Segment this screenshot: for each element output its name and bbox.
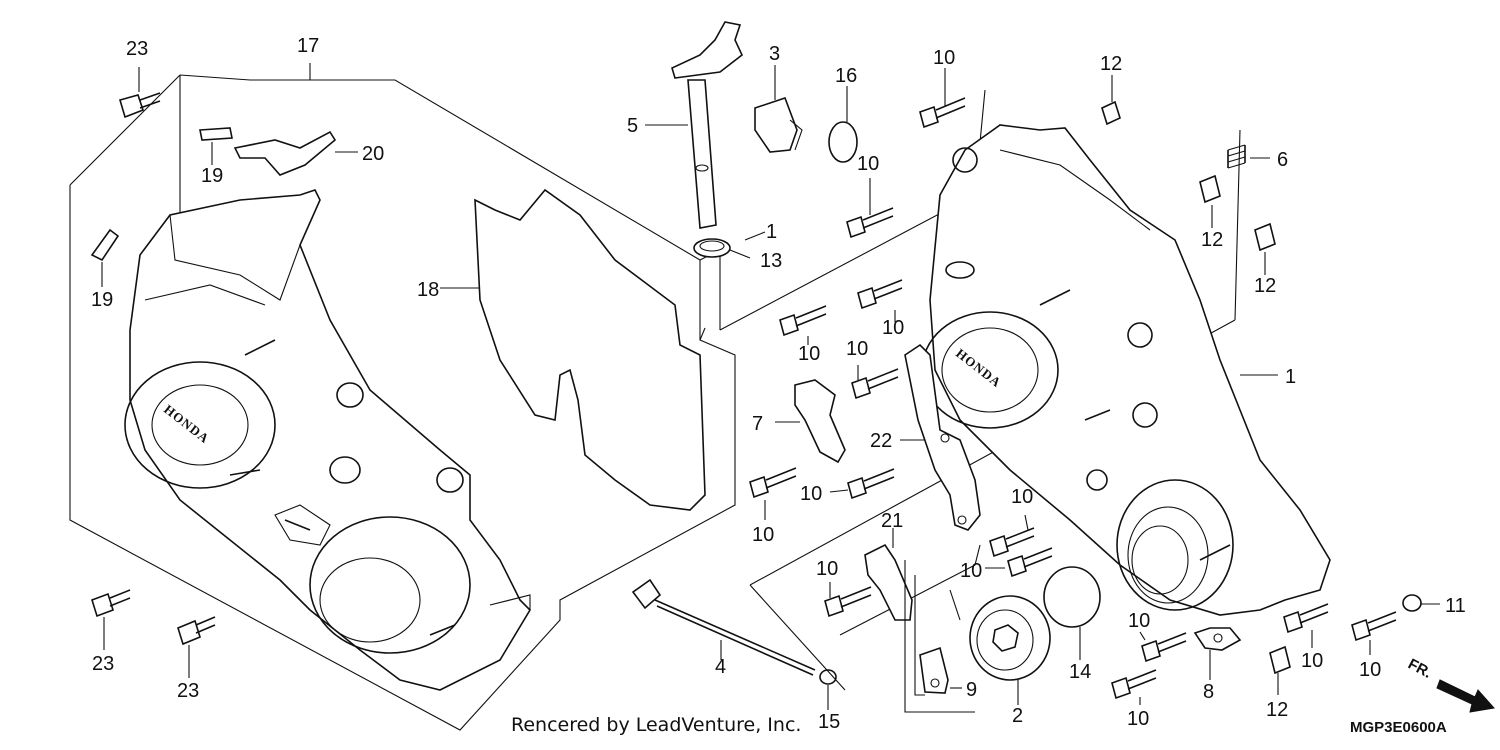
callout-5: 5 — [627, 115, 638, 137]
callout-1: 1 — [766, 221, 777, 243]
callout-12: 12 — [1100, 53, 1122, 75]
bolt-23-lower-left — [91, 589, 131, 618]
callout-10: 10 — [960, 560, 982, 582]
callout-23: 23 — [177, 680, 199, 702]
right-crankcase-cover: HONDA — [921, 124, 1331, 616]
callout-22: 22 — [870, 430, 892, 452]
callout-20: 20 — [362, 143, 384, 165]
o-ring-16 — [828, 121, 858, 163]
plate-9 — [919, 646, 949, 694]
dowel-pin-12b — [1199, 174, 1221, 204]
callout-2: 2 — [1012, 705, 1023, 727]
callout-12: 12 — [1266, 699, 1288, 721]
left-crankcase-cover: HONDA — [124, 189, 532, 691]
filler-cap-3 — [754, 96, 803, 153]
bolt-23-top — [119, 92, 161, 119]
callout-labels: 23 17 20 19 19 18 23 23 5 3 16 1 13 7 4 … — [91, 35, 1466, 733]
callout-10: 10 — [816, 558, 838, 580]
callout-10: 10 — [800, 483, 822, 505]
washer-15 — [819, 669, 837, 685]
diagram-code: MGP3E0600A — [1350, 719, 1447, 736]
washer-11 — [1402, 594, 1422, 612]
callout-8: 8 — [1203, 681, 1214, 703]
bolt-23-lower-right — [177, 616, 216, 646]
bolt-10-group — [749, 97, 1397, 700]
spring-6 — [1227, 144, 1246, 169]
clip-part-19a — [199, 127, 233, 141]
oil-seal-13 — [693, 238, 731, 258]
callout-18: 18 — [417, 279, 439, 301]
callout-10: 10 — [933, 47, 955, 69]
callout-17: 17 — [297, 35, 319, 57]
callout-21: 21 — [881, 510, 903, 532]
footer: Rencered by LeadVenture, Inc. MGP3E0600A — [511, 714, 1447, 736]
bracket-21 — [864, 543, 913, 621]
dowel-pin-12c — [1254, 222, 1276, 252]
plate-part-20 — [233, 130, 337, 176]
callout-14: 14 — [1069, 661, 1091, 683]
callout-3: 3 — [769, 43, 780, 65]
cover-gasket — [474, 188, 706, 511]
callout-12: 12 — [1254, 275, 1276, 297]
clip-part-19b — [90, 228, 120, 262]
callout-10: 10 — [857, 153, 879, 175]
callout-15: 15 — [818, 711, 840, 733]
dowel-pin-12a — [1101, 100, 1121, 126]
callout-23: 23 — [126, 38, 148, 60]
callout-6: 6 — [1277, 149, 1288, 171]
o-ring-14 — [1043, 566, 1101, 628]
callout-11: 11 — [1445, 595, 1466, 617]
callout-10: 10 — [1301, 650, 1323, 672]
front-direction-arrow: FR. — [1405, 656, 1495, 713]
callout-10: 10 — [846, 338, 868, 360]
callout-10: 10 — [1359, 659, 1381, 681]
callout-10: 10 — [752, 524, 774, 546]
shift-shaft-5 — [671, 21, 743, 229]
callout-9: 9 — [966, 679, 977, 701]
callout-10: 10 — [1011, 486, 1033, 508]
stay-22 — [904, 343, 981, 531]
callout-10: 10 — [1128, 610, 1150, 632]
leader-lines — [101, 63, 1440, 713]
callout-16: 16 — [835, 65, 857, 87]
bolt-8 — [1193, 627, 1242, 651]
callout-19: 19 — [201, 165, 223, 187]
callout-10: 10 — [798, 343, 820, 365]
callout-19: 19 — [91, 289, 113, 311]
cap-2 — [969, 595, 1051, 681]
callout-10: 10 — [1127, 708, 1149, 730]
callout-7: 7 — [752, 413, 763, 435]
callout-4: 4 — [715, 656, 726, 678]
callout-23: 23 — [92, 653, 114, 675]
callout-13: 13 — [760, 250, 782, 272]
dowel-pin-12d — [1269, 645, 1291, 675]
dipstick-4 — [631, 578, 816, 676]
callout-10: 10 — [882, 317, 904, 339]
arrow-icon — [1436, 679, 1495, 713]
callout-1: 1 — [1285, 366, 1296, 388]
clamp-7 — [794, 379, 846, 464]
direction-label: FR. — [1405, 656, 1434, 682]
credit-text: Rencered by LeadVenture, Inc. — [511, 714, 801, 736]
callout-12: 12 — [1201, 229, 1223, 251]
